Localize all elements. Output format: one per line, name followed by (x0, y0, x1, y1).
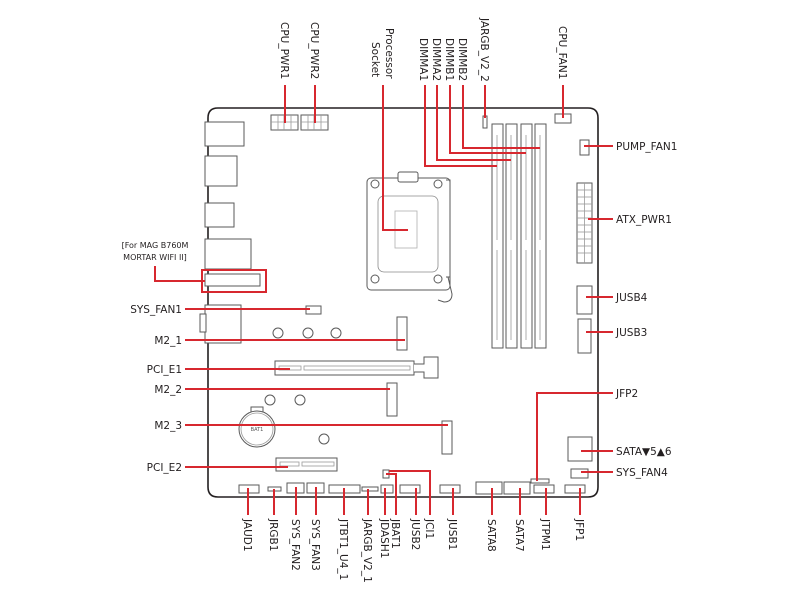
label-sata56: SATA▼5▲6 (616, 446, 672, 458)
jargb-v2-1-header (361, 486, 379, 492)
label-atx-pwr1: ATX_PWR1 (616, 214, 672, 226)
label-sata8: SATA8 (485, 519, 497, 552)
bottom-labels: JAUD1 JRGB1 SYS_FAN2 SYS_FAN3 JTBT1_U4_1… (241, 518, 585, 583)
pci-e1-slot (274, 356, 439, 379)
label-pci-e2: PCI_E2 (147, 462, 182, 474)
label-jtbt1-u4-1: JTBT1_U4_1 (337, 518, 349, 580)
dimm-slots (491, 123, 547, 349)
label-jusb2: JUSB2 (409, 518, 421, 550)
dimm-a1-slot (491, 123, 504, 349)
label-pump-fan1: PUMP_FAN1 (616, 141, 677, 153)
label-dimma2: DIMMA2 (430, 38, 442, 81)
label-jargb-v2-1: JARGB_V2_1 (361, 518, 373, 583)
label-sys-fan4: SYS_FAN4 (616, 467, 668, 479)
pump-fan1-header (579, 139, 590, 156)
jusb4-connector (576, 285, 593, 315)
label-sys-fan3: SYS_FAN3 (309, 519, 321, 571)
label-m2-3: M2_3 (154, 420, 182, 432)
sata8-connector (475, 481, 503, 495)
label-jargb-v2-2: JARGB_V2_2 (478, 17, 490, 82)
atx-pwr1-connector (576, 182, 593, 264)
label-note-line1: [For MAG B760M (122, 241, 189, 250)
m2-2-slot (386, 382, 398, 417)
battery-label: BAT1 (251, 427, 264, 433)
label-processor-socket-1: Processor (383, 28, 395, 79)
leader-lines (154, 85, 613, 515)
jfp1-header (564, 484, 586, 494)
label-jrgb1: JRGB1 (267, 518, 279, 551)
dimm-b2-slot (534, 123, 547, 349)
pci-e2-slot (275, 457, 338, 472)
sys-fan4-header (570, 468, 589, 479)
label-jusb1: JUSB1 (446, 518, 458, 550)
label-jusb3: JUSB3 (615, 327, 647, 339)
label-jci1: JCI1 (423, 518, 435, 539)
right-labels: PUMP_FAN1 ATX_PWR1 JUSB4 JUSB3 JFP2 SATA… (615, 141, 677, 479)
m2-3-slot (441, 420, 453, 455)
dimm-b1-slot (520, 123, 533, 349)
battery: BAT1 (238, 406, 276, 448)
processor-socket (366, 171, 453, 303)
label-dimma1: DIMMA1 (417, 38, 429, 81)
m2-standoffs (264, 327, 342, 445)
label-jfp1: JFP1 (573, 518, 585, 541)
label-m2-2: M2_2 (154, 384, 182, 396)
label-sata7: SATA7 (513, 519, 525, 552)
label-dimmb1: DIMMB1 (443, 38, 455, 81)
label-pci-e1: PCI_E1 (147, 364, 182, 376)
label-dimmb2: DIMMB2 (456, 38, 468, 81)
label-cpu-fan1: CPU_FAN1 (556, 26, 568, 79)
label-jfp2: JFP2 (615, 388, 638, 400)
label-jtpm1: JTPM1 (539, 518, 551, 551)
left-labels: [For MAG B760M MORTAR WIFI II] SYS_FAN1 … (122, 241, 189, 474)
dimm-a2-slot (505, 123, 518, 349)
label-jdash1: JDASH1 (378, 518, 390, 558)
label-processor-socket-2: Socket (369, 42, 381, 77)
board-outline (207, 107, 599, 498)
bottom-headers (238, 469, 586, 495)
label-sys-fan2: SYS_FAN2 (289, 519, 301, 571)
jfp2-header (530, 478, 550, 484)
label-jbat1: JBAT1 (389, 518, 401, 549)
label-cpu-pwr1: CPU_PWR1 (278, 22, 290, 79)
label-jusb4: JUSB4 (615, 292, 648, 304)
wifi-module (204, 273, 261, 287)
jusb2-header (399, 484, 421, 494)
top-labels: CPU_PWR1 CPU_PWR2 Processor Socket DIMMA… (278, 17, 568, 82)
label-cpu-pwr2: CPU_PWR2 (308, 22, 320, 79)
rear-io (199, 121, 252, 344)
label-m2-1: M2_1 (154, 335, 182, 347)
jtpm1-header (533, 484, 555, 494)
sata56-connector (567, 436, 593, 462)
m2-1-slot (396, 316, 408, 351)
jdash1-header (380, 484, 394, 494)
label-jaud1: JAUD1 (241, 518, 253, 552)
label-note-line2: MORTAR WIFI II] (123, 253, 187, 262)
label-sys-fan1: SYS_FAN1 (130, 304, 182, 316)
sata7-connector (503, 481, 531, 495)
jusb3-connector (577, 318, 592, 354)
jusb1-header (439, 484, 461, 494)
